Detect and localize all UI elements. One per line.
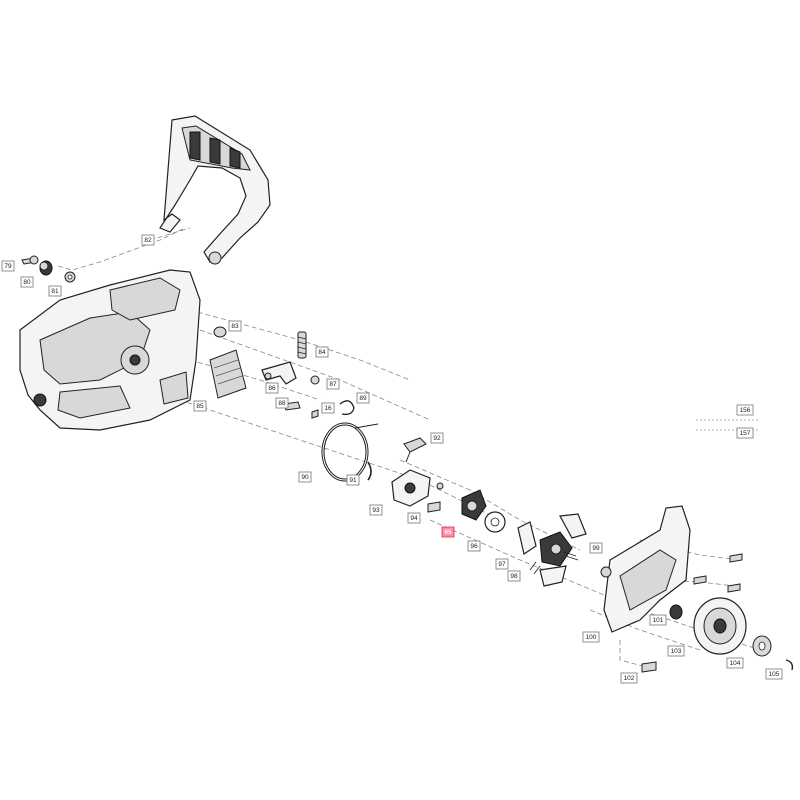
clutch-shoe-top xyxy=(559,513,587,539)
callout-83[interactable]: 83 xyxy=(228,320,242,332)
callout-96[interactable]: 96 xyxy=(467,540,481,552)
callout-label: 96 xyxy=(470,543,478,550)
clutch-shoe-bottom xyxy=(539,565,567,587)
clutch-spring-99 xyxy=(563,551,579,561)
callout-label: 99 xyxy=(592,545,600,552)
clip-89[interactable] xyxy=(339,400,355,416)
callout-label: 86 xyxy=(268,385,276,392)
pin-16[interactable] xyxy=(311,409,319,419)
callout-label: 16 xyxy=(324,405,332,412)
callout-156[interactable]: 156 xyxy=(736,404,754,416)
worm-gear-95[interactable] xyxy=(461,489,487,521)
callout-label: 105 xyxy=(769,671,780,678)
grommet-87[interactable] xyxy=(310,375,320,385)
callout-label: 156 xyxy=(740,407,751,414)
callout-label: 103 xyxy=(671,648,682,655)
rear-handle[interactable] xyxy=(159,115,271,265)
callout-87[interactable]: 87 xyxy=(326,378,340,390)
callout-104[interactable]: 104 xyxy=(726,657,744,669)
callout-79[interactable]: 79 xyxy=(1,260,15,272)
callout-label: 101 xyxy=(653,617,664,624)
callout-80[interactable]: 80 xyxy=(20,276,34,288)
callout-82[interactable]: 82 xyxy=(141,234,155,246)
circlip-91[interactable] xyxy=(367,461,372,481)
callout-label: 81 xyxy=(51,288,59,295)
callout-89[interactable]: 89 xyxy=(356,392,370,404)
callout-99[interactable]: 99 xyxy=(589,542,603,554)
callout-92[interactable]: 92 xyxy=(430,432,444,444)
callout-88[interactable]: 88 xyxy=(275,397,289,409)
washer-104[interactable] xyxy=(752,635,772,657)
callout-90[interactable]: 90 xyxy=(298,471,312,483)
callout-label: 83 xyxy=(231,323,239,330)
callout-layer: 79 80 81 82 83 84 85 86 87 88 16 89 90 91 92 93 94 95 96 97… xyxy=(1,234,783,684)
callout-81[interactable]: 81 xyxy=(48,285,62,297)
callout-98[interactable]: 98 xyxy=(507,570,521,582)
callout-97[interactable]: 97 xyxy=(495,558,509,570)
callout-157[interactable]: 157 xyxy=(736,427,754,439)
sprocket-cover-100[interactable] xyxy=(600,505,691,633)
screw-94[interactable] xyxy=(427,482,444,513)
callout-label: 92 xyxy=(433,435,441,442)
lever-86[interactable] xyxy=(261,361,297,385)
callout-103[interactable]: 103 xyxy=(667,645,685,657)
screw-79[interactable] xyxy=(21,255,39,265)
callout-label: 79 xyxy=(4,263,12,270)
callout-label: 90 xyxy=(301,474,309,481)
cover-screws xyxy=(693,553,743,593)
callout-86[interactable]: 86 xyxy=(265,382,279,394)
washer-96[interactable] xyxy=(484,511,506,533)
callout-label: 80 xyxy=(23,279,31,286)
plate-85[interactable] xyxy=(209,349,247,399)
callout-label: 88 xyxy=(278,400,286,407)
grommet-83[interactable] xyxy=(213,326,227,338)
sprocket-103[interactable] xyxy=(693,597,747,655)
callout-16[interactable]: 16 xyxy=(321,402,335,414)
callout-label: 102 xyxy=(624,675,635,682)
callout-label: 100 xyxy=(586,634,597,641)
e-clip-105[interactable] xyxy=(785,659,794,671)
callout-label: 104 xyxy=(730,660,741,667)
callout-label: 82 xyxy=(144,237,152,244)
callout-label: 95 xyxy=(444,529,452,536)
callout-label: 89 xyxy=(359,395,367,402)
clutch-assembly[interactable] xyxy=(517,513,587,587)
oil-pump-93[interactable] xyxy=(391,469,431,507)
callout-label: 98 xyxy=(510,573,518,580)
callout-84[interactable]: 84 xyxy=(315,346,329,358)
callout-label: 87 xyxy=(329,381,337,388)
washer-81[interactable] xyxy=(64,271,76,283)
callout-label: 85 xyxy=(196,403,204,410)
callout-85[interactable]: 85 xyxy=(193,400,207,412)
brake-band-90[interactable] xyxy=(321,422,379,482)
clutch-shoe-97 xyxy=(517,521,537,555)
callout-102[interactable]: 102 xyxy=(620,672,638,684)
oil-line-92[interactable] xyxy=(403,437,427,463)
callout-label: 97 xyxy=(498,561,506,568)
clutch-spring-98 xyxy=(529,561,541,575)
callout-100[interactable]: 100 xyxy=(582,631,600,643)
screw-102[interactable] xyxy=(641,661,657,673)
spring-84[interactable] xyxy=(297,331,307,359)
callout-95[interactable]: 95 xyxy=(441,526,455,538)
callout-label: 91 xyxy=(349,477,357,484)
callout-label: 157 xyxy=(740,430,751,437)
callout-105[interactable]: 105 xyxy=(765,668,783,680)
callout-94[interactable]: 94 xyxy=(407,512,421,524)
callout-101[interactable]: 101 xyxy=(649,614,667,626)
callout-93[interactable]: 93 xyxy=(369,504,383,516)
callout-91[interactable]: 91 xyxy=(346,474,360,486)
bearing-101[interactable] xyxy=(669,604,683,620)
bushing-80[interactable] xyxy=(39,260,53,276)
callout-label: 93 xyxy=(372,507,380,514)
callout-label: 94 xyxy=(410,515,418,522)
callout-label: 84 xyxy=(318,349,326,356)
crankcase[interactable] xyxy=(19,269,201,431)
